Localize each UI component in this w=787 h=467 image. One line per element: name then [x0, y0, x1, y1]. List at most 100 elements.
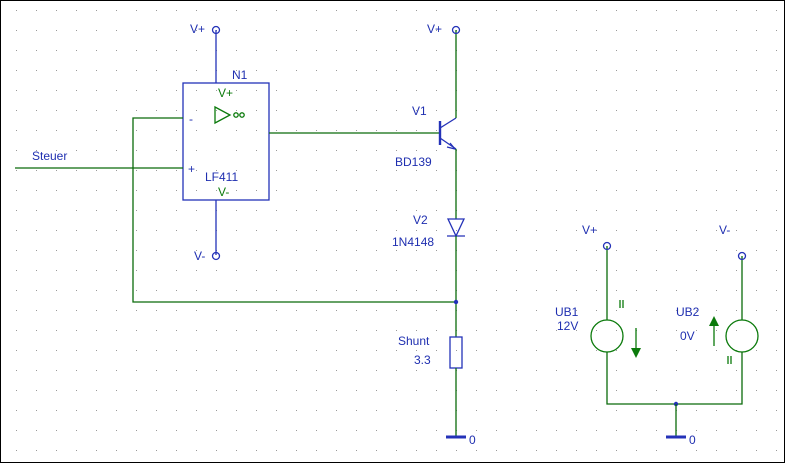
grid-dot	[196, 170, 197, 171]
grid-dot	[36, 230, 37, 231]
grid-dot	[416, 230, 417, 231]
grid-dot	[76, 290, 77, 291]
grid-dot	[576, 150, 577, 151]
grid-dot	[556, 50, 557, 51]
opamp-name-label: N1	[232, 68, 248, 82]
vminus-terminal-icon[interactable]	[211, 251, 221, 261]
grid-dot	[616, 210, 617, 211]
grid-dot	[256, 110, 257, 111]
grid-dot	[416, 170, 417, 171]
grid-dot	[336, 390, 337, 391]
vplus-terminal-icon[interactable]	[602, 241, 612, 251]
grid-dot	[376, 210, 377, 211]
grid-dot	[256, 10, 257, 11]
grid-dot	[376, 290, 377, 291]
grid-dot	[556, 210, 557, 211]
opamp-n1[interactable]	[182, 82, 270, 201]
grid-dot	[676, 450, 677, 451]
grid-dot	[56, 410, 57, 411]
grid-dot	[236, 130, 237, 131]
grid-dot	[676, 310, 677, 311]
source-ub1[interactable]	[590, 300, 641, 358]
grid-dot	[276, 170, 277, 171]
grid-dot	[396, 230, 397, 231]
grid-dot	[196, 410, 197, 411]
grid-dot	[356, 450, 357, 451]
grid-dot	[176, 10, 177, 11]
vplus-terminal-icon[interactable]	[451, 25, 461, 35]
grid-dot	[596, 210, 597, 211]
grid-dot	[656, 310, 657, 311]
diode-v2[interactable]	[446, 218, 466, 238]
grid-dot	[676, 250, 677, 251]
grid-dot	[196, 110, 197, 111]
grid-dot	[216, 10, 217, 11]
grid-dot	[276, 270, 277, 271]
sources-bottom-wire[interactable]	[606, 352, 743, 405]
grid-dot	[756, 430, 757, 431]
grid-dot	[596, 410, 597, 411]
grid-dot	[476, 390, 477, 391]
grid-dot	[656, 290, 657, 291]
grid-dot	[256, 330, 257, 331]
grid-dot	[596, 170, 597, 171]
grid-dot	[636, 370, 637, 371]
grid-dot	[396, 70, 397, 71]
grid-dot	[556, 130, 557, 131]
grid-dot	[776, 310, 777, 311]
grid-dot	[396, 110, 397, 111]
shunt-resistor[interactable]	[449, 336, 463, 369]
grid-dot	[636, 50, 637, 51]
vminus-terminal-icon[interactable]	[737, 251, 747, 261]
feedback-wire[interactable]	[132, 117, 456, 303]
grid-dot	[296, 250, 297, 251]
grid-dot	[576, 250, 577, 251]
grid-dot	[156, 270, 157, 271]
grid-dot	[176, 430, 177, 431]
grid-dot	[616, 430, 617, 431]
transistor-v1[interactable]	[438, 117, 457, 151]
grid-dot	[196, 390, 197, 391]
grid-dot	[496, 350, 497, 351]
grid-dot	[36, 390, 37, 391]
grid-dot	[16, 350, 17, 351]
grid-dot	[76, 230, 77, 231]
grid-dot	[636, 230, 637, 231]
grid-dot	[576, 390, 577, 391]
grid-dot	[576, 110, 577, 111]
grid-dot	[496, 10, 497, 11]
grid-dot	[116, 90, 117, 91]
grid-dot	[516, 330, 517, 331]
grid-dot	[36, 290, 37, 291]
grid-dot	[616, 290, 617, 291]
grid-dot	[436, 390, 437, 391]
grid-dot	[76, 170, 77, 171]
grid-dot	[536, 30, 537, 31]
grid-dot	[516, 190, 517, 191]
grid-dot	[596, 90, 597, 91]
source-ub2[interactable]	[709, 316, 759, 364]
grid-dot	[736, 150, 737, 151]
grid-dot	[676, 170, 677, 171]
grid-dot	[256, 410, 257, 411]
grid-dot	[736, 430, 737, 431]
grid-dot	[316, 290, 317, 291]
grid-dot	[656, 350, 657, 351]
vplus-terminal-icon[interactable]	[211, 25, 221, 35]
grid-dot	[596, 50, 597, 51]
grid-dot	[376, 430, 377, 431]
grid-dot	[76, 30, 77, 31]
grid-dot	[576, 410, 577, 411]
grid-dot	[656, 450, 657, 451]
opamp-minus-label: -	[189, 112, 193, 126]
grid-dot	[596, 150, 597, 151]
grid-dot	[556, 310, 557, 311]
grid-dot	[696, 230, 697, 231]
grid-dot	[296, 90, 297, 91]
grid-dot	[116, 30, 117, 31]
grid-dot	[496, 30, 497, 31]
grid-dot	[156, 390, 157, 391]
grid-dot	[176, 250, 177, 251]
grid-dot	[16, 250, 17, 251]
grid-dot	[176, 90, 177, 91]
